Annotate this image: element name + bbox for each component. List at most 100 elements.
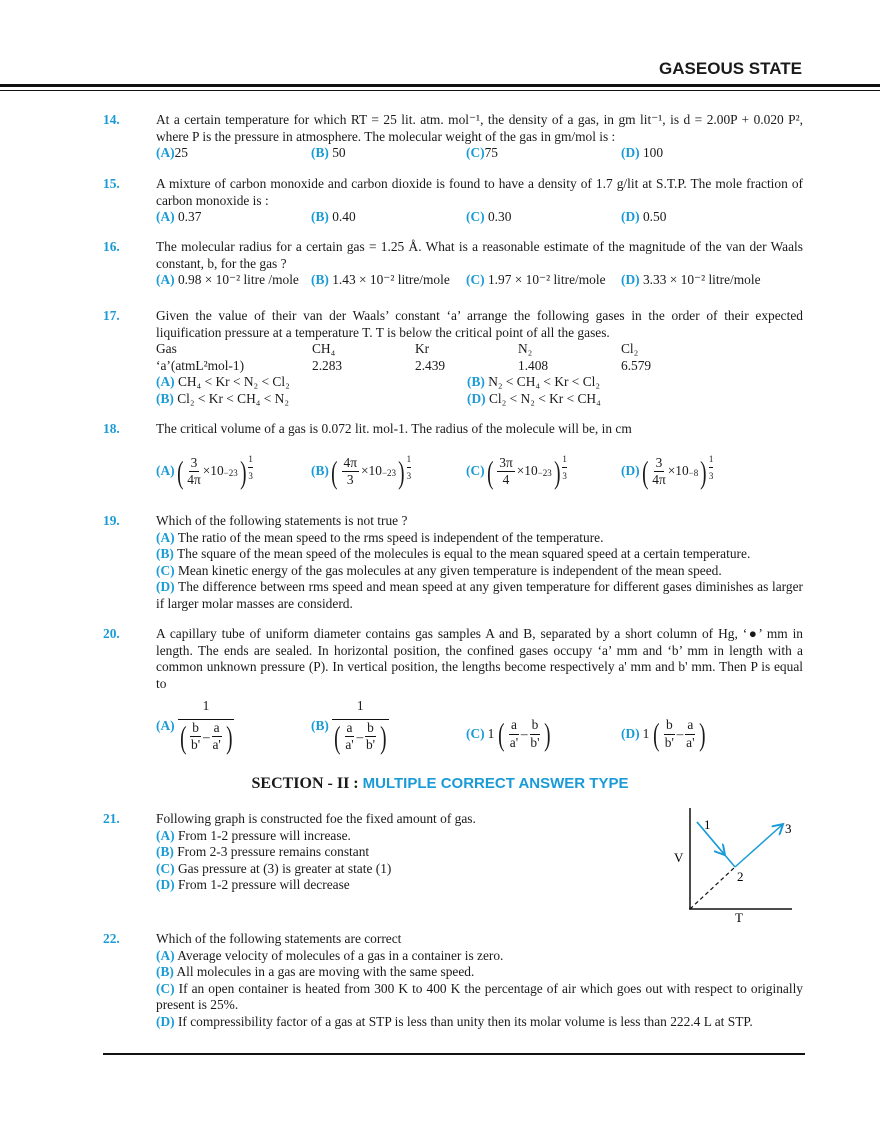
x-axis-label: T	[735, 910, 743, 925]
option-c[interactable]: (C) If an open container is heated from …	[156, 980, 803, 1013]
option-c[interactable]: (C) Mean kinetic energy of the gas molec…	[156, 562, 722, 578]
question-text: A capillary tube of uniform diameter con…	[156, 626, 803, 691]
question-number: 14.	[103, 112, 120, 127]
left-paren: (	[486, 453, 494, 490]
question-20: 20. A capillary tube of uniform diameter…	[103, 626, 803, 756]
option-c[interactable]: (B) Cl₂ < Kr < CH₄ < N₂	[156, 390, 290, 406]
point-label-3: 3	[785, 821, 792, 836]
option-d[interactable]: (D) Cl₂ < N₂ < Kr < CH₄	[467, 390, 601, 406]
option-d[interactable]: (D) 3.33 × 10⁻² litre/mole	[621, 272, 761, 287]
option-b[interactable]: (B) All molecules in a gas are moving wi…	[156, 964, 475, 979]
option-c[interactable]: (C) 0.30	[466, 209, 512, 224]
path-1-2	[696, 821, 736, 868]
option-d[interactable]: (D) 100	[621, 145, 664, 160]
left-paren: (	[176, 453, 184, 490]
option-c[interactable]: (C) Gas pressure at (3) is greater at st…	[156, 860, 392, 876]
question-text: At a certain temperature for which RT = …	[156, 112, 803, 144]
point-label-1: 1	[704, 817, 711, 832]
left-paren: (	[330, 453, 338, 490]
right-paren: )	[398, 453, 405, 490]
right-paren: )	[239, 453, 247, 490]
table-cell: Gas	[156, 341, 177, 356]
question-16: 16. The molecular radius for a certain g…	[103, 239, 803, 289]
option-d[interactable]: (D) The difference between rms speed and…	[156, 579, 803, 611]
option-c[interactable]: (C) 1.97 × 10⁻² litre/mole	[466, 272, 606, 287]
option-b[interactable]: (B) The square of the mean speed of the …	[156, 546, 751, 561]
option-d[interactable]: (D) From 1-2 pressure will decrease	[156, 877, 350, 892]
question-17: 17. Given the value of their van der Waa…	[103, 308, 803, 407]
question-number: 18.	[103, 421, 120, 436]
question-14: 14. At a certain temperature for which R…	[103, 112, 803, 162]
option-a[interactable]: (A) The ratio of the mean speed to the r…	[156, 529, 604, 545]
question-number: 17.	[103, 308, 120, 323]
table-cell: 6.579	[621, 357, 652, 373]
table-cell: 2.283	[312, 357, 343, 373]
header-rule-thin	[0, 90, 880, 91]
table-cell: N₂	[518, 341, 533, 356]
option-b[interactable]: (B) 1.43 × 10⁻² litre/mole	[311, 272, 450, 287]
question-text: Given the value of their van der Waals’ …	[156, 308, 803, 340]
table-cell: Cl₂	[621, 341, 639, 356]
question-15: 15. A mixture of carbon monoxide and car…	[103, 176, 803, 226]
option-b[interactable]: (B) 0.40	[311, 209, 356, 224]
option-d[interactable]: (D) 0.50	[621, 209, 667, 224]
question-22: 22. Which of the following statements ar…	[103, 931, 803, 1030]
path-2-3	[734, 825, 782, 868]
option-b[interactable]: (B) 50	[311, 145, 346, 160]
option-c[interactable]: (C)75	[466, 145, 498, 160]
question-number: 21.	[103, 811, 120, 826]
question-text: Following graph is constructed foe the f…	[156, 811, 476, 826]
option-b[interactable]: (B) N₂ < CH₄ < Kr < Cl₂	[467, 374, 601, 389]
table-cell: CH₄	[312, 341, 336, 356]
option-a[interactable]: (A) From 1-2 pressure will increase.	[156, 827, 351, 843]
option-a[interactable]: (A) 0.37	[156, 209, 202, 224]
question-19: 19. Which of the following statements is…	[103, 513, 803, 612]
right-paren: )	[553, 453, 561, 490]
right-paren: )	[700, 453, 707, 490]
option-a[interactable]: (A) Average velocity of molecules of a g…	[156, 947, 504, 963]
option-a[interactable]: (A) CH₄ < Kr < N₂ < Cl₂	[156, 374, 290, 389]
question-text: The critical volume of a gas is 0.072 li…	[156, 421, 632, 436]
table-cell: 1.408	[518, 357, 549, 373]
option-b[interactable]: (B) From 2-3 pressure remains constant	[156, 844, 370, 859]
question-number: 19.	[103, 513, 120, 528]
table-header-row: Gas CH₄ Kr N₂ Cl₂	[156, 341, 803, 358]
question-number: 20.	[103, 626, 120, 641]
table-row: ‘a’(atmL²mol-1) 2.283 2.439 1.408 6.579	[156, 358, 803, 375]
option-d[interactable]: (D) If compressibility factor of a gas a…	[156, 1013, 753, 1029]
chapter-title: GASEOUS STATE	[659, 59, 802, 78]
extrapolation-line	[689, 866, 736, 910]
option-a[interactable]: (A) 0.98 × 10⁻² litre /mole	[156, 272, 299, 287]
option-a[interactable]: (A)25	[156, 145, 188, 160]
question-21: 21. Following graph is constructed foe t…	[103, 811, 803, 894]
question-text: Which of the following statements are co…	[156, 931, 402, 946]
question-number: 15.	[103, 176, 120, 191]
y-axis-label: V	[674, 850, 684, 865]
question-number: 16.	[103, 239, 120, 254]
